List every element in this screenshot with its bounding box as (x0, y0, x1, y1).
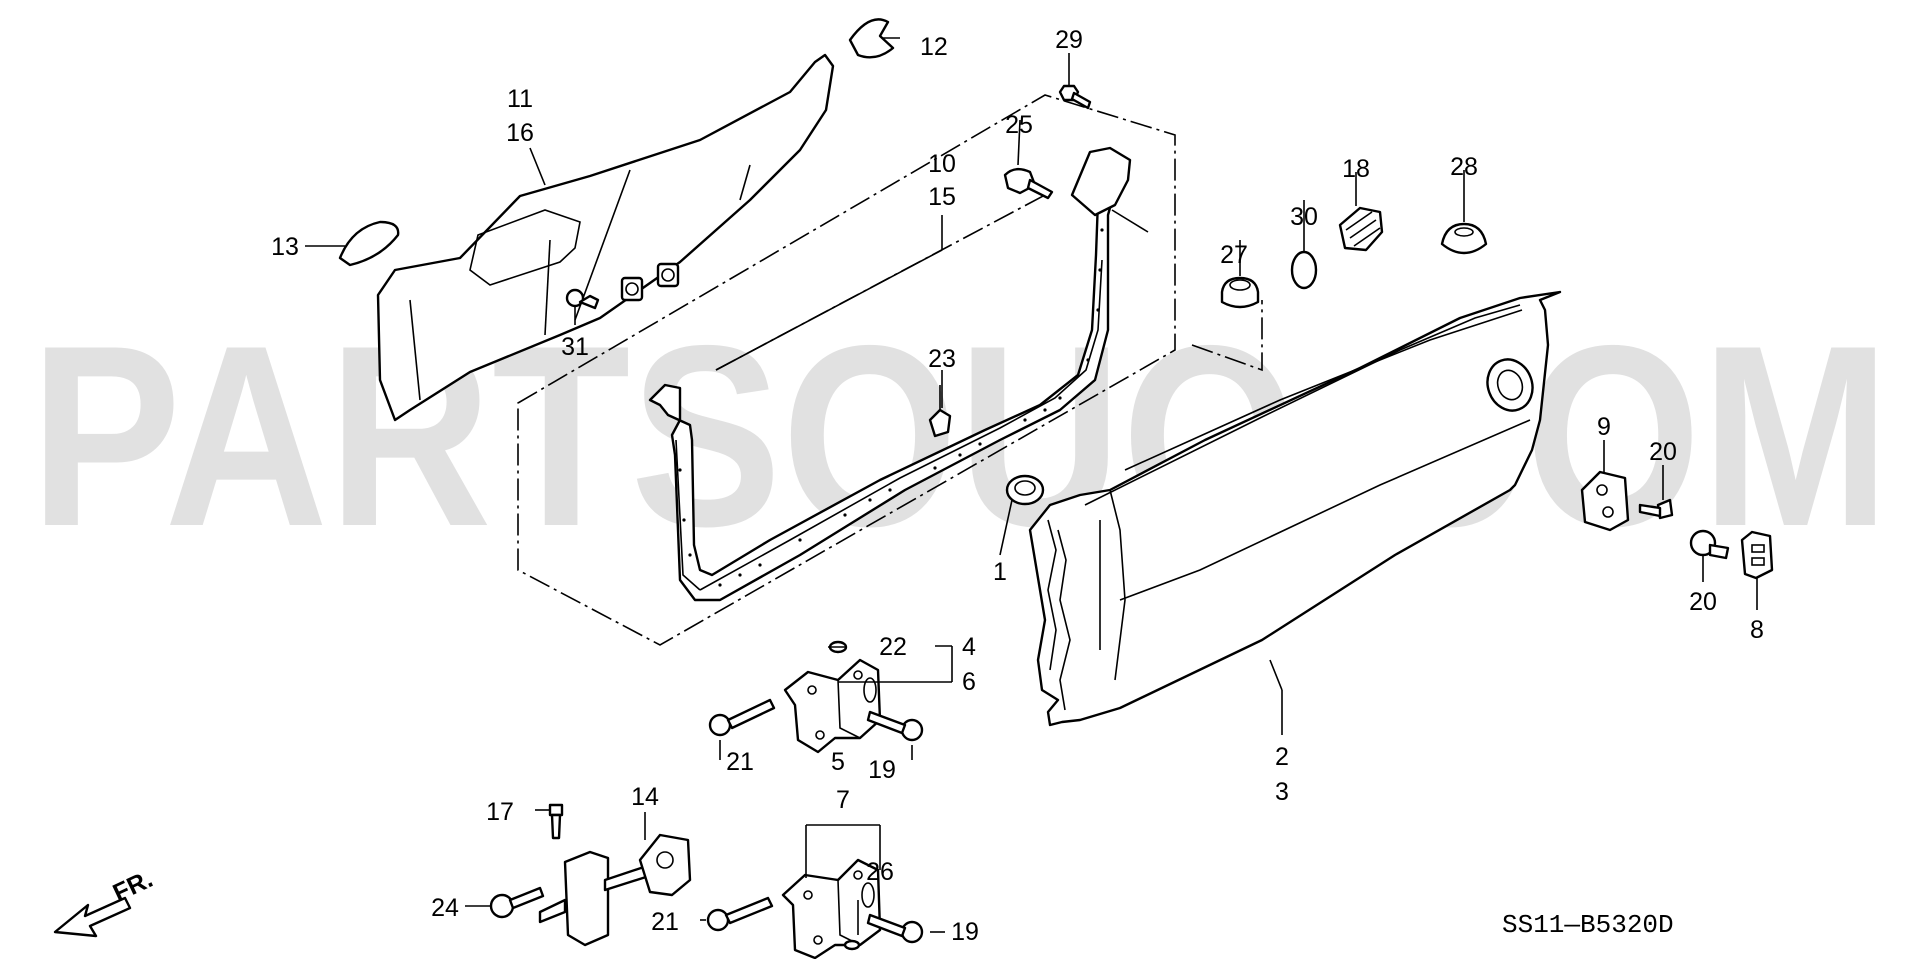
front-arrow-icon (53, 896, 132, 938)
trim-cap-13[interactable] (338, 220, 400, 267)
part-label-6[interactable]: 6 (962, 668, 976, 696)
part-label-3[interactable]: 3 (1275, 778, 1289, 806)
part-label-12[interactable]: 12 (920, 33, 948, 61)
bolt-21-lower[interactable] (706, 896, 774, 932)
trim-cap-12[interactable] (848, 18, 895, 59)
part-label-10[interactable]: 10 (928, 150, 956, 178)
part-label-19-upper[interactable]: 19 (868, 756, 896, 784)
part-label-18[interactable]: 18 (1342, 155, 1370, 183)
bolt-20-upper[interactable] (1638, 498, 1674, 520)
part-label-9[interactable]: 9 (1597, 413, 1611, 441)
part-label-20-upper[interactable]: 20 (1649, 438, 1677, 466)
part-label-5[interactable]: 5 (831, 748, 845, 776)
part-label-4[interactable]: 4 (962, 633, 976, 661)
part-label-24[interactable]: 24 (431, 894, 459, 922)
part-label-31[interactable]: 31 (561, 333, 589, 361)
part-labels: 12 11 16 13 29 25 10 15 23 31 1 27 30 18… (271, 26, 1764, 946)
leader-lines (305, 37, 1758, 935)
bolt-29[interactable] (1058, 84, 1092, 110)
part-label-27[interactable]: 27 (1220, 241, 1248, 269)
washer-26[interactable] (843, 939, 861, 951)
o-ring-30[interactable] (1290, 250, 1318, 290)
part-label-26[interactable]: 26 (866, 858, 894, 886)
part-label-13[interactable]: 13 (271, 233, 299, 261)
part-label-16[interactable]: 16 (506, 119, 534, 147)
part-label-30[interactable]: 30 (1290, 203, 1318, 231)
bolt-19-upper[interactable] (866, 710, 924, 742)
door-weatherstrip[interactable] (648, 146, 1149, 602)
part-label-7[interactable]: 7 (836, 786, 850, 814)
grommet-1[interactable] (1005, 474, 1045, 506)
screw-17[interactable] (548, 803, 564, 840)
part-label-22[interactable]: 22 (879, 633, 907, 661)
cap-28[interactable] (1440, 222, 1488, 255)
plug-18[interactable] (1338, 206, 1384, 252)
part-label-28[interactable]: 28 (1450, 153, 1478, 181)
part-label-21-upper[interactable]: 21 (726, 748, 754, 776)
part-label-11[interactable]: 11 (507, 85, 533, 113)
bolt-20-lower[interactable] (1689, 529, 1730, 560)
hinge-upper[interactable] (783, 658, 882, 754)
part-label-17[interactable]: 17 (486, 798, 514, 826)
grommet-27[interactable] (1220, 276, 1260, 309)
part-label-14[interactable]: 14 (631, 783, 659, 811)
part-label-21-lower[interactable]: 21 (651, 908, 679, 936)
diagram-code: SS11—B5320D (1502, 910, 1674, 940)
striker-8[interactable] (1740, 530, 1774, 580)
door-panel[interactable] (1028, 290, 1562, 727)
part-label-8[interactable]: 8 (1750, 616, 1764, 644)
bolt-24[interactable] (489, 886, 545, 919)
dashed-guide (1191, 300, 1263, 372)
pad-9[interactable] (1580, 470, 1630, 532)
part-label-29[interactable]: 29 (1055, 26, 1083, 54)
door-lining-panel[interactable] (376, 53, 835, 422)
part-label-1[interactable]: 1 (993, 558, 1007, 586)
part-label-25[interactable]: 25 (1005, 111, 1033, 139)
door-checker[interactable] (538, 833, 692, 947)
bolt-21-upper[interactable] (708, 698, 776, 737)
part-label-23[interactable]: 23 (928, 345, 956, 373)
part-label-15[interactable]: 15 (928, 183, 956, 211)
screw-25[interactable] (1003, 167, 1054, 200)
part-label-19-lower[interactable]: 19 (951, 918, 979, 946)
lining-boundary (517, 94, 1176, 646)
bolt-19-lower[interactable] (866, 913, 924, 944)
part-label-2[interactable]: 2 (1275, 743, 1289, 771)
watermark-text: PARTSOUQ.COM (30, 291, 1890, 580)
clip-23[interactable] (928, 385, 952, 438)
hinge-lower[interactable] (781, 858, 882, 959)
part-label-20-lower[interactable]: 20 (1689, 588, 1717, 616)
